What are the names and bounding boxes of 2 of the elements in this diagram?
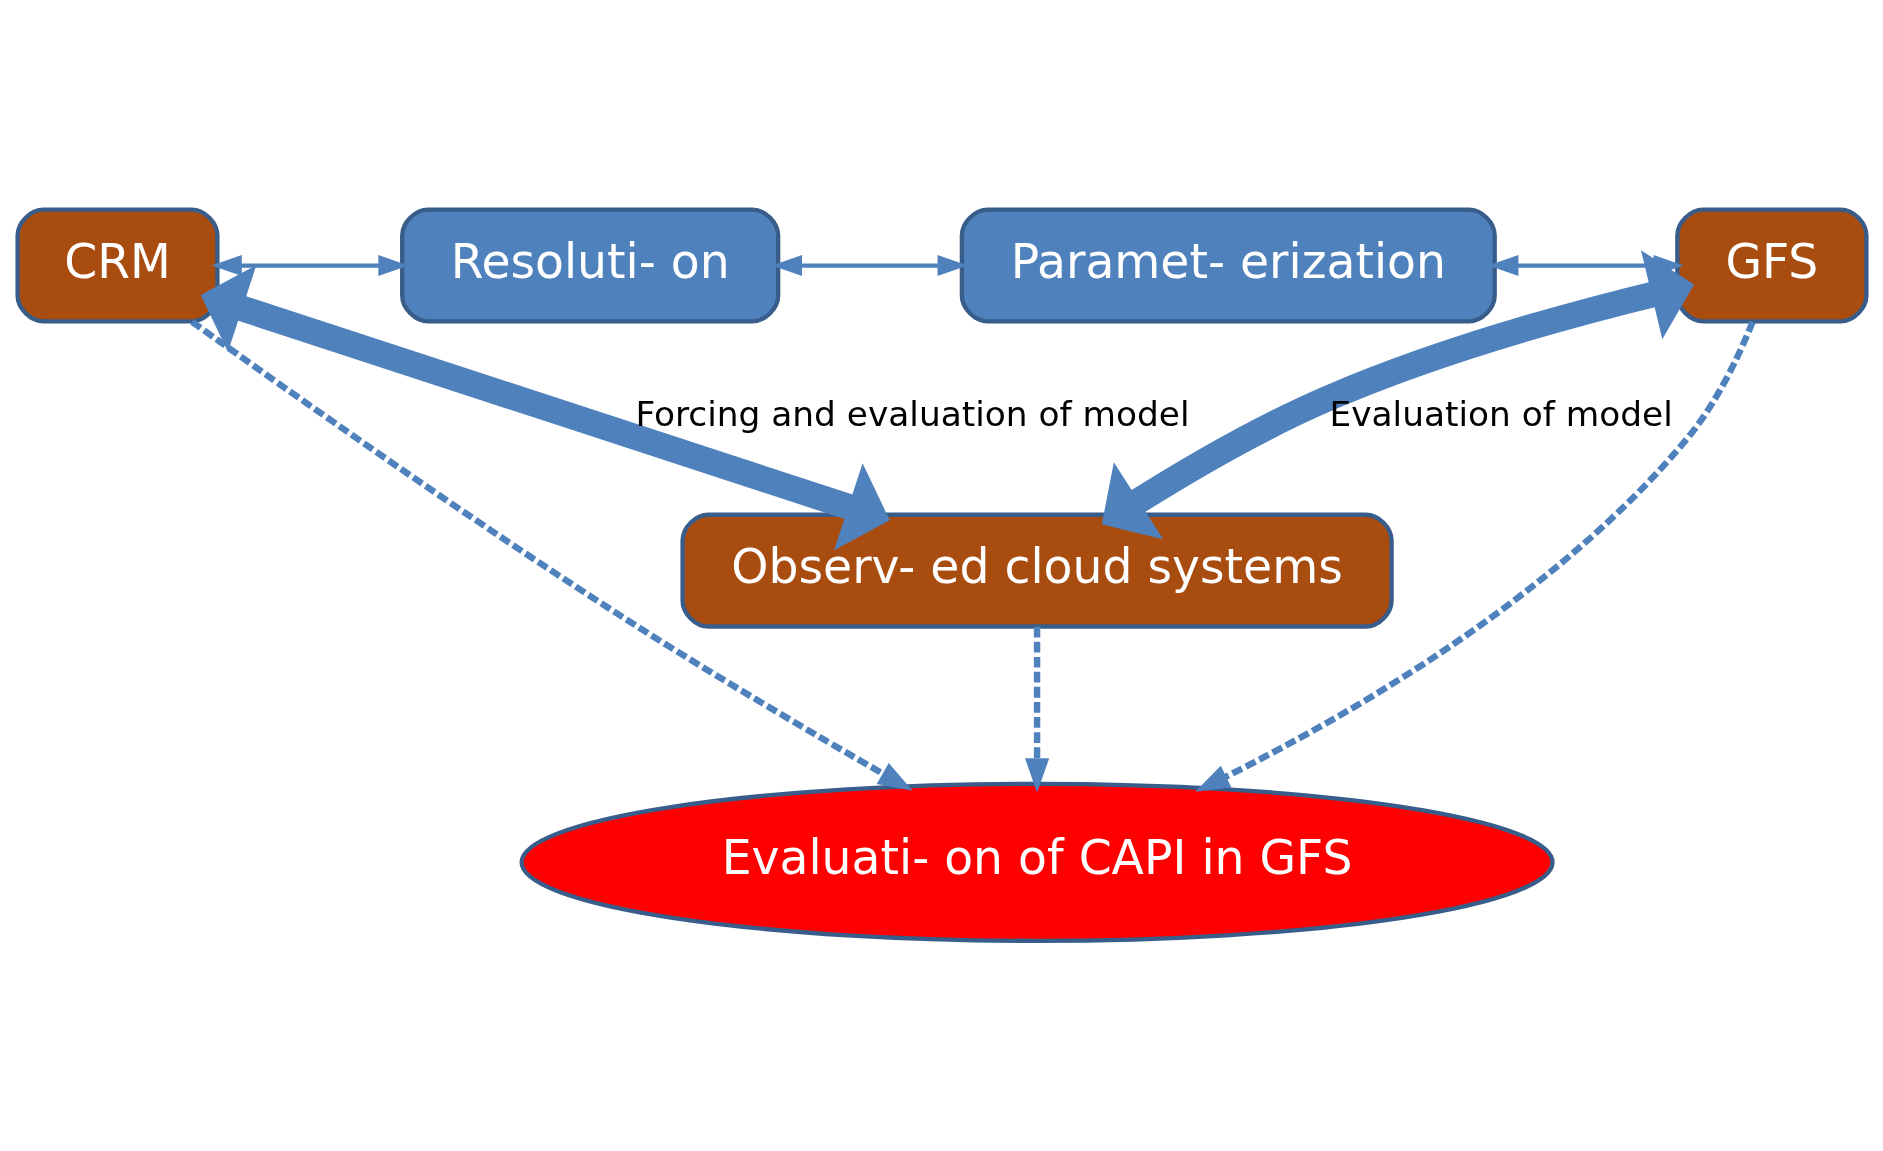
edge-label: Evaluation of model bbox=[1329, 394, 1673, 435]
edge-label: Forcing and evaluation of model bbox=[634, 394, 1190, 435]
